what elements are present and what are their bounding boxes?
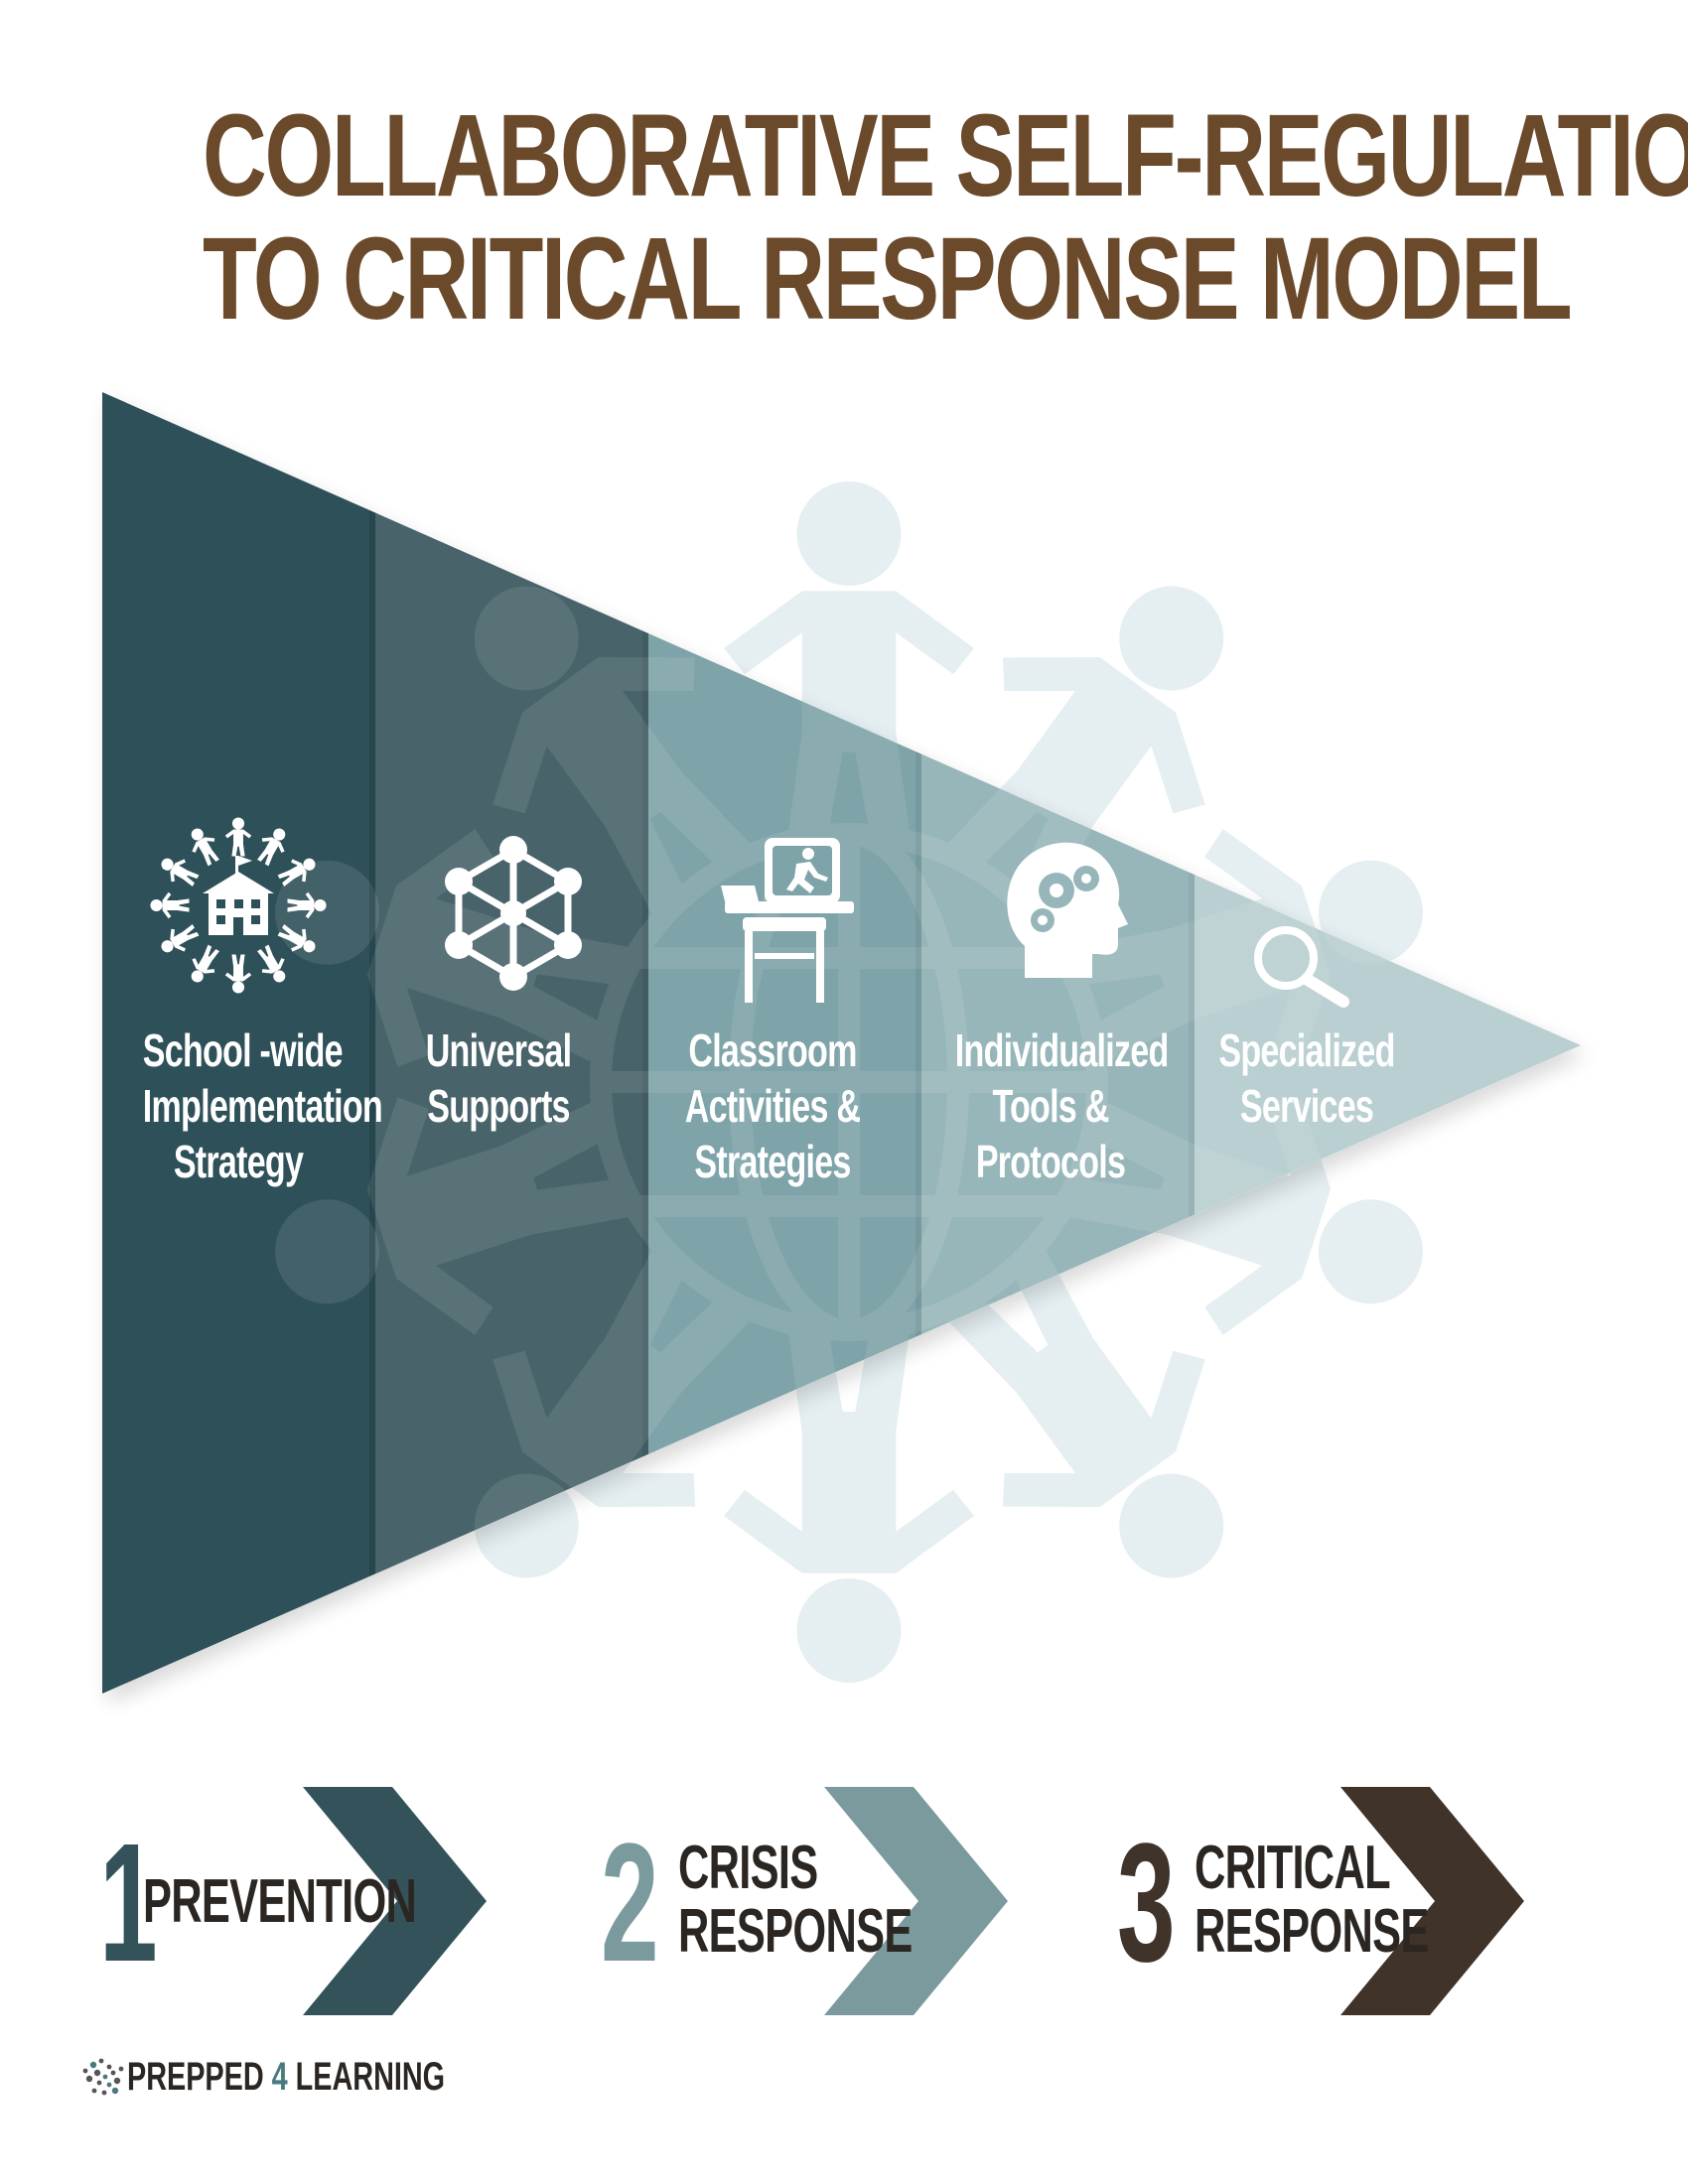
child-figure	[275, 1095, 644, 1335]
phase-crisis-response: 2 CRISIS RESPONSE	[601, 1787, 1018, 2015]
page-title: COLLABORATIVE SELF-REGULATION TO CRITICA…	[203, 90, 1688, 344]
phase-number: 2	[601, 1809, 659, 1997]
segment-label-5: Specialized Services	[1218, 1024, 1395, 1132]
magnifier-icon	[1254, 926, 1349, 1008]
desk-running-icon	[721, 838, 854, 1003]
logo-dot	[85, 2075, 93, 2083]
crisis-chevron	[824, 1787, 1008, 2015]
child-figure	[936, 586, 1224, 928]
phase-label: CRITICAL RESPONSE	[1195, 1834, 1429, 1966]
network-icon	[445, 836, 582, 991]
phase-critical-response: 3 CRITICAL RESPONSE	[1117, 1787, 1534, 2015]
segment-divider	[642, 392, 648, 1694]
child-figure	[191, 828, 219, 867]
segment-label-3: Classroom Activities & Strategies	[684, 1024, 861, 1187]
child-figure	[224, 954, 252, 994]
brand-name: PREPPED 4 LEARNING	[127, 2055, 446, 2099]
logo-dot	[82, 2068, 88, 2074]
child-figure	[287, 891, 327, 919]
logo-dot	[110, 2070, 116, 2076]
logo-dot	[118, 2066, 124, 2072]
logo-dot	[106, 2082, 112, 2088]
logo-dot	[89, 2061, 97, 2069]
segment-label-4: Individualized Tools & Protocols	[954, 1024, 1169, 1187]
child-figure	[161, 858, 200, 887]
child-figure	[224, 817, 252, 857]
head-gears-icon	[1007, 842, 1128, 978]
segment-1-band	[102, 392, 375, 1694]
logo-dot	[106, 2064, 112, 2070]
phase-prevention: 1 PREVENTION	[99, 1787, 496, 2015]
brand-logo-icon	[82, 2058, 124, 2096]
child-figure	[474, 586, 762, 928]
logo-dot	[113, 2077, 121, 2085]
critical-chevron	[1340, 1787, 1524, 2015]
logo-dot	[101, 2090, 107, 2096]
child-figure	[936, 1236, 1224, 1578]
child-figure	[257, 828, 286, 867]
title-line-2: TO CRITICAL RESPONSE MODEL	[203, 213, 1573, 344]
child-figure	[724, 1317, 974, 1683]
logo-dot	[91, 2088, 97, 2094]
segment-label-2: Universal Supports	[425, 1024, 572, 1132]
phase-number: 1	[99, 1809, 158, 1997]
child-figure	[191, 944, 219, 983]
logo-dot	[102, 2074, 108, 2080]
segment-label-1: School -wide Implementation Strategy	[142, 1024, 383, 1187]
child-figure	[277, 924, 316, 953]
school-community-icon	[150, 817, 327, 994]
logo-dot	[93, 2069, 101, 2077]
segment-divider	[369, 392, 375, 1694]
child-figure	[150, 891, 190, 919]
child-figure	[277, 858, 316, 887]
globe-icon	[590, 823, 1108, 1341]
child-figure	[724, 481, 974, 847]
logo-dot	[96, 2080, 102, 2086]
child-figure	[161, 924, 200, 953]
logo-dot	[98, 2058, 104, 2064]
segment-divider	[1189, 392, 1195, 1694]
prevention-chevron	[303, 1787, 487, 2015]
phase-number: 3	[1117, 1809, 1176, 1997]
logo-dot	[111, 2087, 119, 2095]
child-figure	[257, 944, 286, 983]
phase-label: PREVENTION	[143, 1867, 417, 1936]
title-line-1: COLLABORATIVE SELF-REGULATION	[203, 90, 1688, 221]
phase-label: CRISIS RESPONSE	[678, 1834, 913, 1966]
segment-divider	[915, 392, 921, 1694]
